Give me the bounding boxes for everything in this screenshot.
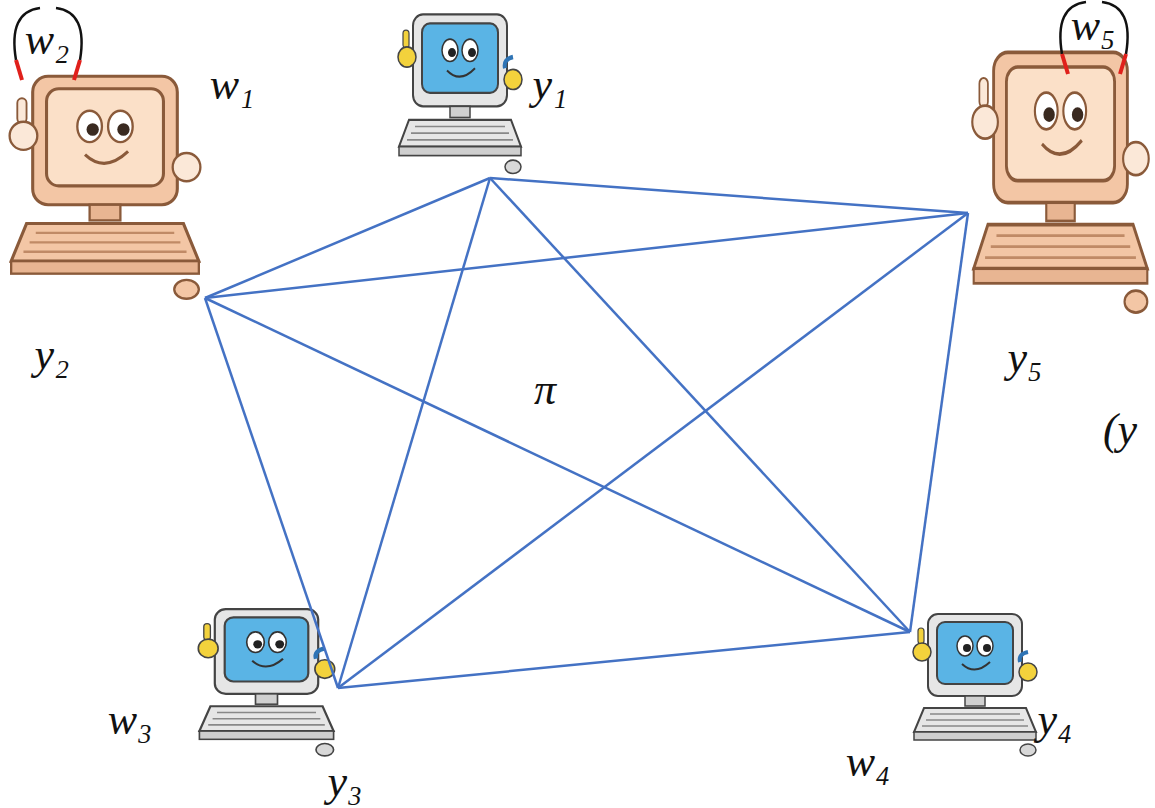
computer-node: w₄y₄ — [910, 610, 1040, 760]
network-link — [205, 298, 910, 632]
protocol-symbol: π — [534, 368, 556, 412]
output-label: y₅ — [1008, 336, 1043, 380]
network-link — [205, 298, 338, 688]
network-link — [910, 213, 968, 632]
weight-label: w₃ — [108, 698, 153, 742]
output-label: y₃ — [328, 760, 363, 804]
network-link — [490, 178, 910, 632]
network-link — [338, 632, 910, 688]
computer-node: w₁y₁ — [395, 10, 525, 178]
output-label: y₁ — [533, 63, 568, 107]
weight-label: w₅ — [1071, 4, 1116, 48]
network-link — [205, 178, 490, 298]
weight-label: w₄ — [846, 740, 891, 784]
network-link — [490, 178, 968, 213]
network-link — [338, 213, 968, 688]
output-label: y₄ — [1038, 698, 1073, 742]
computer-node: w₅y₅ — [968, 45, 1153, 320]
network-link — [205, 213, 968, 298]
network-link — [338, 178, 490, 688]
computer-node: w₂y₂ — [5, 70, 205, 305]
weight-label: w₂ — [25, 18, 70, 62]
output-label: y₂ — [35, 333, 70, 377]
output-fragment: (y — [1103, 408, 1137, 452]
weight-label: w₁ — [210, 63, 255, 107]
computer-node: w₃y₃ — [195, 605, 338, 760]
